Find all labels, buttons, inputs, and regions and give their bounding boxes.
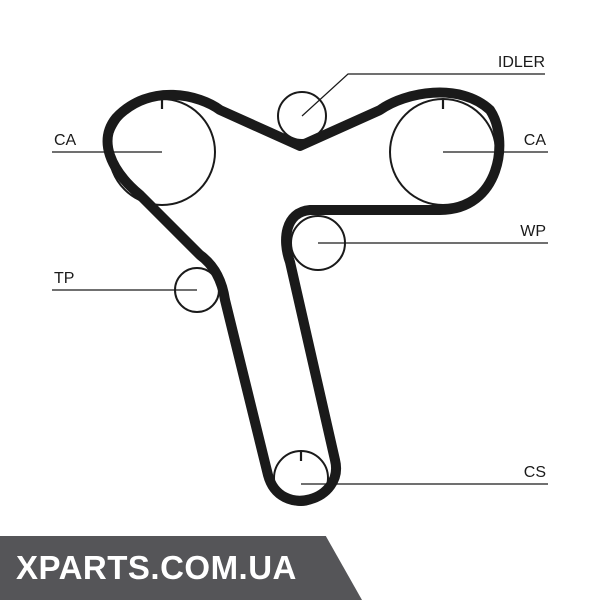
label-tp: TP [54, 270, 74, 287]
idler-pulley [277, 91, 327, 141]
label-ca-right: CA [524, 132, 547, 149]
label-cs: CS [524, 464, 546, 481]
watermark-banner [0, 536, 362, 600]
label-ca-left: CA [54, 132, 77, 149]
leader-idler [301, 73, 545, 117]
timing-belt [102, 87, 505, 506]
label-wp: WP [520, 223, 546, 240]
label-idler: IDLER [498, 54, 545, 71]
watermark-text: XPARTS.COM.UA [16, 549, 297, 586]
